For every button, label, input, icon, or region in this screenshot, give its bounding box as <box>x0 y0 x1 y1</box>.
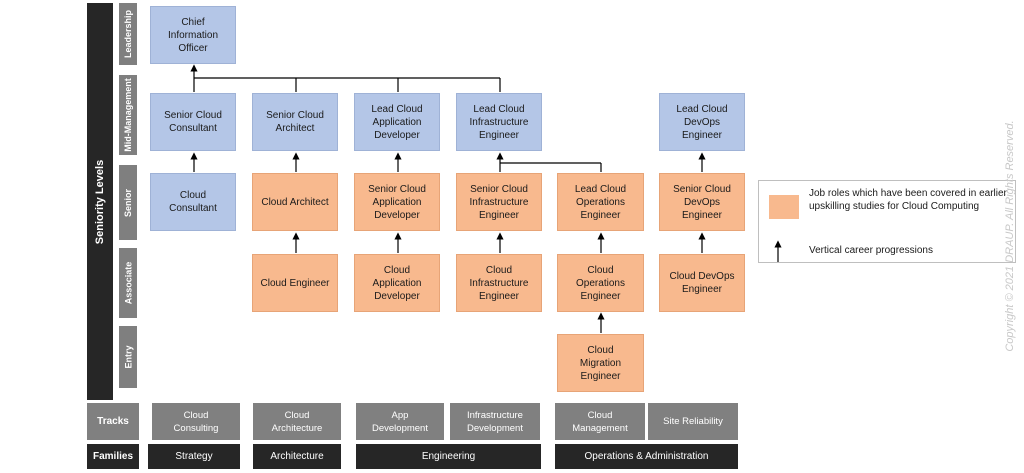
level-leadership: Leadership <box>119 3 137 65</box>
role-lead-cloud-application-developer: Lead Cloud Application Developer <box>354 93 440 151</box>
role-senior-cloud-application-developer: Senior Cloud Application Developer <box>354 173 440 231</box>
role-senior-cloud-architect: Senior Cloud Architect <box>252 93 338 151</box>
role-lead-cloud-devops-engineer: Lead Cloud DevOps Engineer <box>659 93 745 151</box>
family-strategy: Strategy <box>148 444 240 469</box>
role-cloud-devops-engineer: Cloud DevOps Engineer <box>659 254 745 312</box>
legend-covered-swatch <box>769 195 799 219</box>
seniority-axis-bar <box>87 3 113 400</box>
track-app-development: App Development <box>356 403 444 440</box>
role-senior-cloud-infrastructure-engineer: Senior Cloud Infrastructure Engineer <box>456 173 542 231</box>
legend-progression-label: Vertical career progressions <box>809 245 933 256</box>
role-senior-cloud-devops-engineer: Senior Cloud DevOps Engineer <box>659 173 745 231</box>
track-infrastructure-development: Infrastructure Development <box>450 403 540 440</box>
level-senior: Senior <box>119 165 137 240</box>
role-cloud-consultant: Cloud Consultant <box>150 173 236 231</box>
track-cloud-consulting: Cloud Consulting <box>152 403 240 440</box>
track-cloud-management: Cloud Management <box>555 403 645 440</box>
role-senior-cloud-consultant: Senior Cloud Consultant <box>150 93 236 151</box>
families-header: Families <box>87 444 139 469</box>
level-entry: Entry <box>119 326 137 388</box>
family-engineering: Engineering <box>356 444 541 469</box>
track-site-reliability: Site Reliability <box>648 403 738 440</box>
copyright-notice: Copyright © 2021 DRAUP. All Rights Reser… <box>1004 120 1016 352</box>
level-associate: Associate <box>119 248 137 318</box>
role-cloud-architect: Cloud Architect <box>252 173 338 231</box>
role-cloud-application-developer: Cloud Application Developer <box>354 254 440 312</box>
role-cloud-operations-engineer: Cloud Operations Engineer <box>557 254 644 312</box>
family-architecture: Architecture <box>253 444 341 469</box>
tracks-header: Tracks <box>87 403 139 440</box>
role-cloud-infrastructure-engineer: Cloud Infrastructure Engineer <box>456 254 542 312</box>
role-chief-information-officer: Chief Information Officer <box>150 6 236 64</box>
level-mid-management: Mid-Management <box>119 75 137 155</box>
role-cloud-engineer: Cloud Engineer <box>252 254 338 312</box>
family-operations-administration: Operations & Administration <box>555 444 738 469</box>
role-lead-cloud-operations-engineer: Lead Cloud Operations Engineer <box>557 173 644 231</box>
legend: Job roles which have been covered in ear… <box>758 180 1016 263</box>
role-cloud-migration-engineer: Cloud Migration Engineer <box>557 334 644 392</box>
legend-covered-label: Job roles which have been covered in ear… <box>809 188 1007 212</box>
role-lead-cloud-infrastructure-engineer: Lead Cloud Infrastructure Engineer <box>456 93 542 151</box>
track-cloud-architecture: Cloud Architecture <box>253 403 341 440</box>
